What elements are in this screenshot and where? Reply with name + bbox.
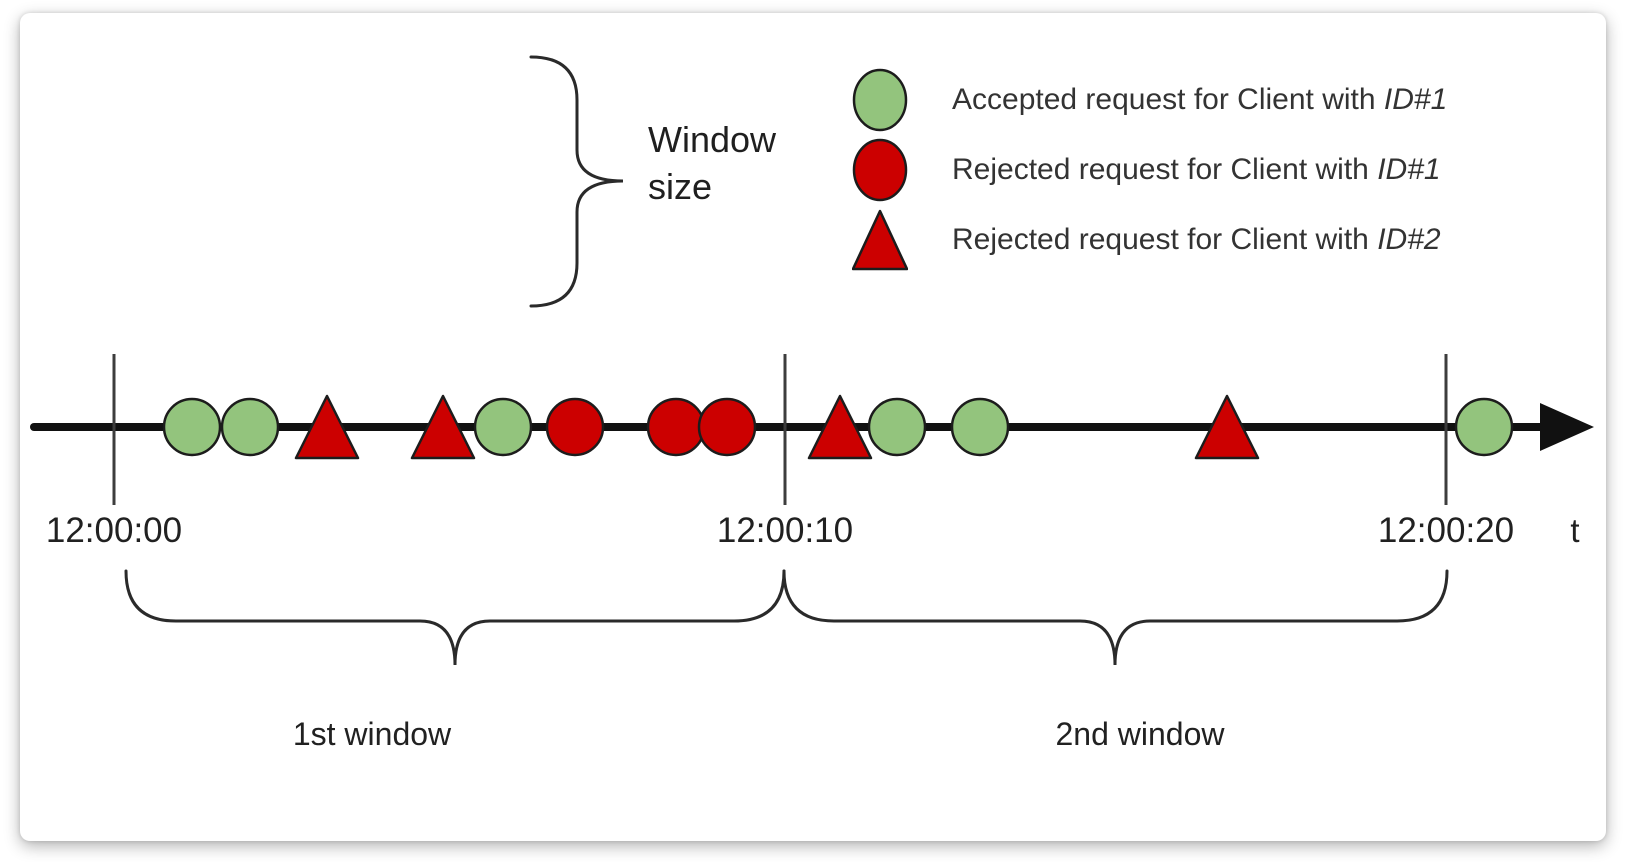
marker-accepted-circle bbox=[867, 397, 927, 457]
legend-label: Accepted request for Client with ID#1 bbox=[952, 83, 1447, 117]
marker-accepted-circle bbox=[950, 397, 1010, 457]
rejected-triangle-icon bbox=[852, 209, 908, 271]
marker-rejected-circle bbox=[545, 397, 605, 457]
legend-item-accepted-id1: Accepted request for Client with ID#1 bbox=[852, 68, 1447, 132]
legend-label-text: Accepted request for Client with bbox=[952, 83, 1384, 116]
accepted-circle-icon bbox=[852, 68, 908, 132]
legend-label-client-id: ID#1 bbox=[1377, 153, 1441, 186]
legend-label: Rejected request for Client with ID#1 bbox=[952, 153, 1441, 187]
marker-rejected-triangle bbox=[410, 394, 476, 460]
window-size-line1: Window bbox=[648, 119, 777, 160]
marker-accepted-circle bbox=[220, 397, 280, 457]
marker-rejected-circle bbox=[646, 397, 706, 457]
marker-accepted-circle bbox=[162, 397, 222, 457]
marker-rejected-triangle bbox=[294, 394, 360, 460]
tick-timestamp-label: 12:00:00 bbox=[46, 511, 182, 550]
legend-label-text: Rejected request for Client with bbox=[952, 223, 1378, 256]
second-window-brace bbox=[782, 569, 1449, 666]
legend-label-client-id: ID#1 bbox=[1383, 83, 1448, 116]
marker-rejected-triangle bbox=[1194, 394, 1260, 460]
marker-rejected-triangle bbox=[807, 394, 873, 460]
window-size-brace bbox=[529, 55, 624, 308]
tick-timestamp-label: 12:00:20 bbox=[1378, 511, 1514, 550]
marker-accepted-circle bbox=[473, 397, 533, 457]
time-axis-arrowhead bbox=[1540, 403, 1594, 451]
window-size-label: Window size bbox=[648, 116, 776, 210]
window-size-line2: size bbox=[648, 166, 713, 207]
window-label: 2nd window bbox=[1056, 716, 1226, 752]
legend-item-rejected-id1: Rejected request for Client with ID#1 bbox=[852, 138, 1441, 202]
marker-rejected-circle bbox=[697, 397, 757, 457]
first-window-brace bbox=[124, 569, 786, 666]
axis-t-label: t bbox=[1570, 512, 1579, 549]
window-label: 1st window bbox=[293, 716, 452, 752]
legend-label: Rejected request for Client with ID#2 bbox=[952, 223, 1441, 257]
rejected-circle-icon bbox=[852, 138, 908, 202]
marker-accepted-circle bbox=[1454, 397, 1514, 457]
legend-label-text: Rejected request for Client with bbox=[952, 153, 1378, 186]
legend-item-rejected-id2: Rejected request for Client with ID#2 bbox=[852, 208, 1441, 272]
tick-timestamp-label: 12:00:10 bbox=[717, 511, 853, 550]
legend-label-client-id: ID#2 bbox=[1377, 223, 1441, 256]
